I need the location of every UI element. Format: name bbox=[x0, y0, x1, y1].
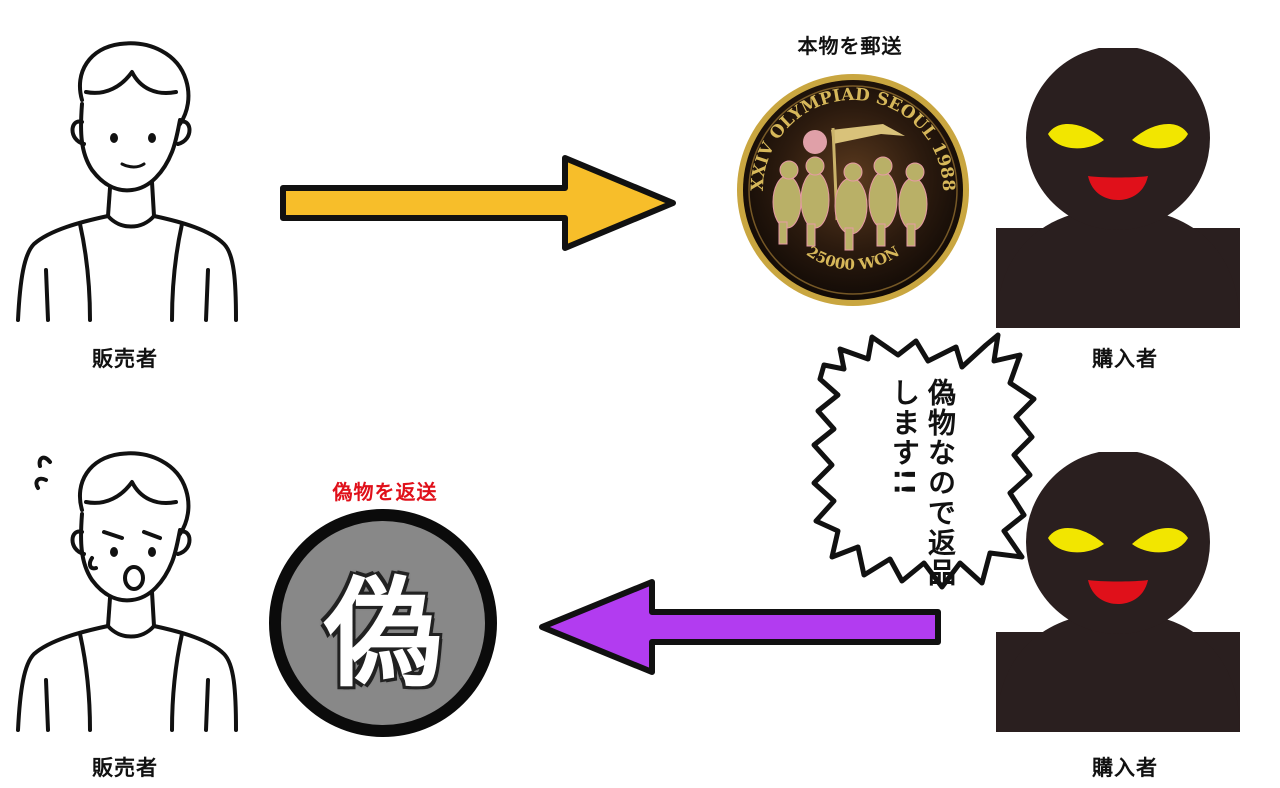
olympic-coin: XXIV OLYMPIAD SEOUL 1988 25000 WON bbox=[737, 74, 969, 306]
speech-bubble bbox=[811, 332, 1037, 590]
shipment-caption: 本物を郵送 bbox=[797, 34, 903, 58]
villain-eye-right-icon bbox=[1132, 123, 1188, 149]
villain-mouth-icon bbox=[1088, 580, 1148, 604]
villain-eye-right-icon bbox=[1132, 527, 1188, 553]
return-arrow bbox=[539, 579, 941, 675]
buyer-icon bbox=[996, 452, 1240, 732]
shipment-arrow bbox=[280, 155, 676, 251]
seller-label-bottom: 販売者 bbox=[92, 756, 158, 780]
villain-eye-left-icon bbox=[1048, 527, 1104, 553]
villain-eye-left-icon bbox=[1048, 123, 1104, 149]
coin-dancers bbox=[772, 124, 928, 251]
fake-coin-char: 偽 bbox=[323, 564, 442, 703]
seller-icon bbox=[16, 41, 238, 322]
buyer-icon bbox=[996, 48, 1240, 328]
fake-coin bbox=[269, 509, 497, 737]
speech-bubble-text: 偽物なので返品します!! bbox=[888, 378, 957, 588]
return-caption: 偽物を返送 bbox=[332, 480, 438, 504]
worried-seller-icon bbox=[16, 451, 238, 732]
seller-label-top: 販売者 bbox=[92, 347, 158, 371]
buyer-label-bottom: 購入者 bbox=[1092, 756, 1158, 780]
buyer-label-top: 購入者 bbox=[1092, 347, 1158, 371]
villain-mouth-icon bbox=[1088, 176, 1148, 200]
